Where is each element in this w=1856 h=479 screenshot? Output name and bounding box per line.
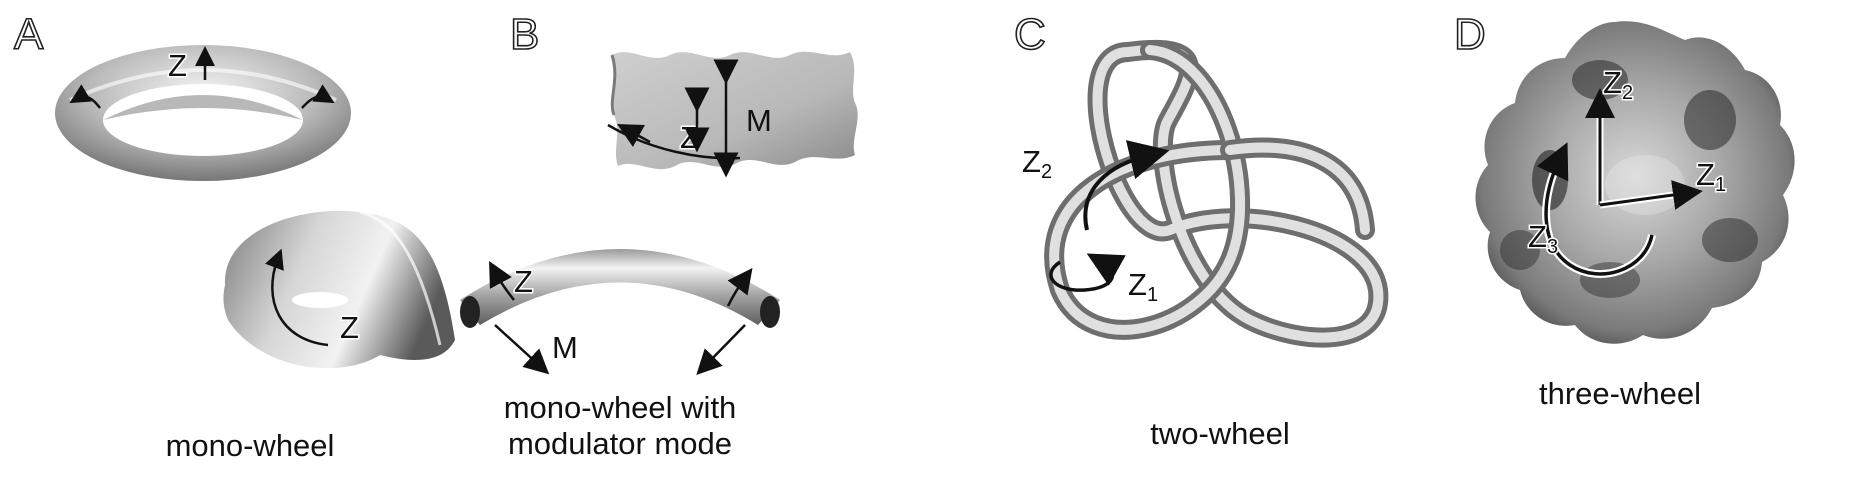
sphere-z1-label: Z1: [1696, 157, 1726, 196]
tube-arrow-left: [489, 260, 515, 301]
caption-a: mono-wheel: [165, 428, 335, 463]
sphere-axis-z1: [1599, 180, 1703, 210]
torus-arrow-right: [301, 84, 335, 109]
trefoil-knot-shape: [1044, 39, 1389, 348]
panel-a-figure: Z Z: [55, 45, 455, 369]
wavy-sheet-shape: [612, 51, 858, 170]
sheet-m-label: M: [746, 103, 772, 138]
caption-b: mono-wheel with modulator mode: [500, 390, 740, 462]
knot-arrow-z2: [1083, 140, 1170, 231]
caption-b-line2: modulator mode: [507, 426, 732, 461]
panel-c-figure: Z2 Z1: [1021, 39, 1389, 348]
tube-m-arrow-right: [696, 324, 746, 375]
torus-z-label: Z: [168, 48, 187, 83]
panel-letter-d: D: [1453, 9, 1486, 60]
caption-d: three-wheel: [1539, 376, 1701, 411]
tube-m-label: M: [552, 330, 578, 365]
wavy-sphere-shape: [1475, 21, 1795, 344]
panel-b-figure: Z M Z M: [460, 51, 858, 375]
caption-c: two-wheel: [1150, 416, 1290, 451]
tube-m-arrow-left: [494, 324, 550, 375]
torus-arrow-left: [69, 84, 101, 109]
torus-shape: [55, 45, 351, 181]
panel-letter-c: C: [1013, 9, 1046, 60]
knot-arrow-z1: [1049, 253, 1126, 292]
panel-d: D Z2 Z1: [1440, 0, 1856, 479]
panel-d-figure: Z2 Z1 Z3: [1475, 21, 1795, 344]
caption-b-line1: mono-wheel with: [503, 390, 737, 425]
knot-z1-label: Z1: [1128, 267, 1158, 306]
tube-z-label: Z: [514, 264, 533, 299]
knot-z2-label: Z2: [1022, 144, 1052, 183]
panel-b: B Z M: [460, 0, 940, 479]
mobius-arrow: [265, 248, 329, 347]
tube-arrow-right: [726, 267, 753, 307]
bent-tube-shape: [460, 249, 780, 328]
panel-c: C Z2 Z1 two-wheel: [1000, 0, 1420, 479]
sphere-arrow-z3: [1536, 142, 1654, 276]
mobius-z-label: Z: [340, 310, 359, 345]
panel-a: A Z: [0, 0, 460, 479]
panel-letter-b: B: [509, 9, 540, 60]
sphere-z3-label: Z3: [1528, 219, 1558, 258]
sphere-z2-label: Z2: [1603, 65, 1633, 104]
panel-letter-a: A: [13, 9, 44, 60]
